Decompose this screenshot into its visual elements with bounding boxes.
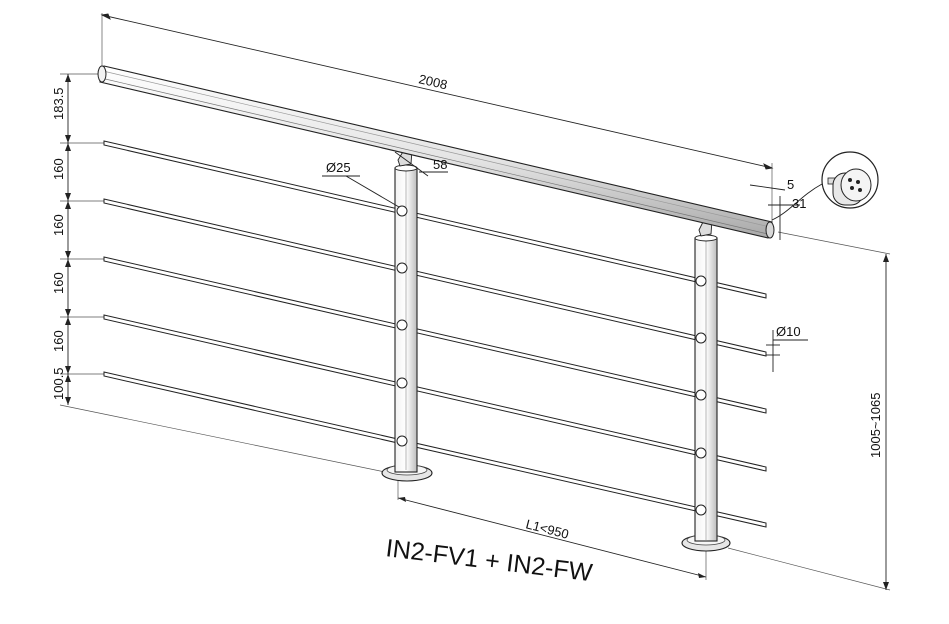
overall-length-label: 2008 bbox=[417, 71, 449, 92]
horizontal-rods bbox=[103, 140, 767, 528]
rod-1 bbox=[103, 140, 767, 299]
rail-spacing-label-4: 160 bbox=[51, 330, 66, 352]
bracket-detail-label-b: 31 bbox=[792, 196, 806, 211]
rod-4 bbox=[103, 314, 767, 472]
post-distance-label: L1<950 bbox=[524, 516, 570, 541]
diagram-title: IN2-FV1 + IN2-FW bbox=[384, 534, 594, 587]
dimension-lines bbox=[65, 13, 889, 590]
post-left bbox=[381, 149, 433, 482]
bracket-detail-label-a: 5 bbox=[787, 177, 794, 192]
rail-spacing-label-3: 160 bbox=[51, 272, 66, 294]
bracket-width-label: 58 bbox=[433, 157, 447, 172]
rod-holders-right bbox=[695, 275, 707, 516]
extension-lines bbox=[59, 13, 891, 591]
handrail-offset-label: 183.5 bbox=[51, 87, 66, 120]
rail-spacing-label-2: 160 bbox=[51, 214, 66, 236]
post-right bbox=[681, 219, 731, 552]
bottom-offset-label: 100.5 bbox=[51, 367, 66, 400]
rod-holders-left bbox=[396, 205, 408, 447]
rail-spacing-label-1: 160 bbox=[51, 158, 66, 180]
rod-2 bbox=[103, 198, 767, 357]
rod-3 bbox=[103, 256, 767, 414]
post-diameter-label: Ø25 bbox=[326, 160, 351, 175]
rod-diameter-label: Ø10 bbox=[776, 324, 801, 339]
rod-5 bbox=[103, 371, 767, 528]
end-cap-detail bbox=[771, 151, 879, 221]
handrail bbox=[97, 65, 775, 239]
total-height-label: 1005~1065 bbox=[868, 393, 883, 458]
